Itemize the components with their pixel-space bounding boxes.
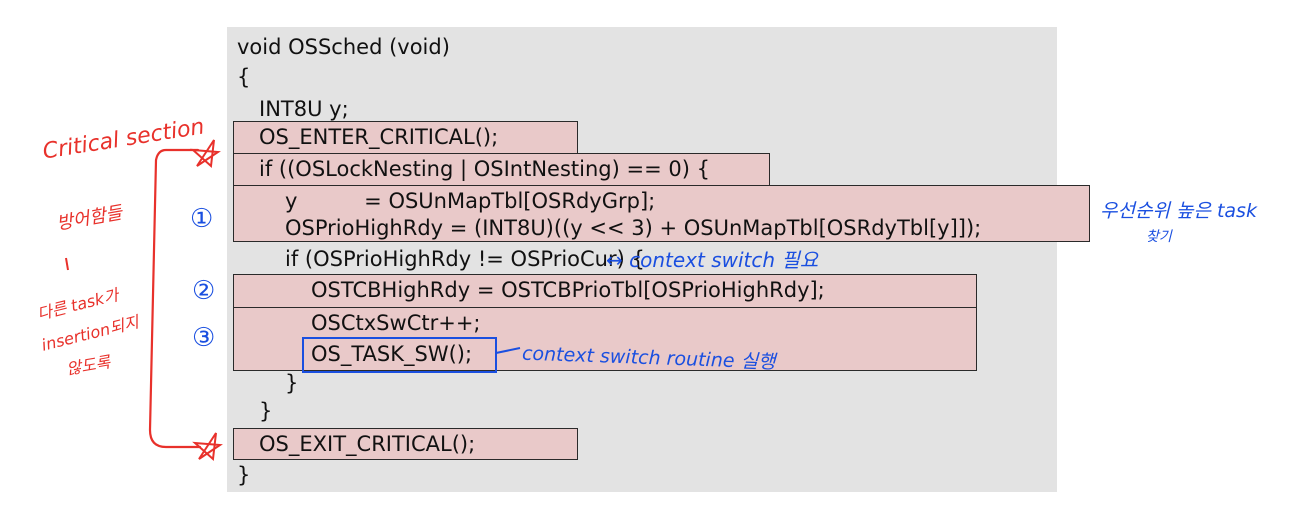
note-priority: 찾기 — [1146, 229, 1172, 245]
code-line: { — [237, 65, 251, 89]
code-line: OSTCBHighRdy = OSTCBPrioTbl[OSPrioHighRd… — [311, 278, 825, 302]
code-line: void OSSched (void) — [237, 35, 450, 59]
step-marker: ③ — [192, 323, 216, 353]
highlight-find-priority — [233, 185, 1090, 242]
step-marker: ① — [190, 204, 214, 234]
blue-box — [302, 337, 497, 373]
code-line: } — [237, 463, 251, 487]
red-bracket — [148, 148, 202, 449]
code-line: OS_EXIT_CRITICAL(); — [259, 432, 476, 456]
code-line: } — [259, 399, 273, 423]
code-line: y = OSUnMapTbl[OSRdyGrp]; — [285, 189, 656, 213]
highlight-exit-critical — [233, 428, 578, 460]
code-panel — [227, 27, 1057, 492]
note-priority: 우선순위 높은 task — [1100, 200, 1257, 222]
highlight-enter-critical — [233, 121, 578, 154]
code-line: OS_ENTER_CRITICAL(); — [259, 125, 499, 149]
code-line: OSCtxSwCtr++; — [311, 311, 481, 335]
code-line: INT8U y; — [259, 97, 349, 121]
code-line: OS_TASK_SW(); — [311, 342, 473, 366]
code-line: if ((OSLockNesting | OSIntNesting) == 0)… — [259, 157, 710, 181]
step-marker: ② — [192, 276, 216, 306]
highlight-tcb-assign — [233, 274, 977, 308]
note-context-switch-needed: ↔ context switch 필요 — [606, 248, 819, 272]
code-line: OSPrioHighRdy = (INT8U)((y << 3) + OSUnM… — [285, 216, 982, 240]
code-line: if (OSPrioHighRdy != OSPrioCur) { — [285, 247, 645, 271]
code-line: } — [285, 371, 299, 395]
red-star-icon — [190, 139, 221, 169]
red-star-icon — [192, 432, 223, 462]
